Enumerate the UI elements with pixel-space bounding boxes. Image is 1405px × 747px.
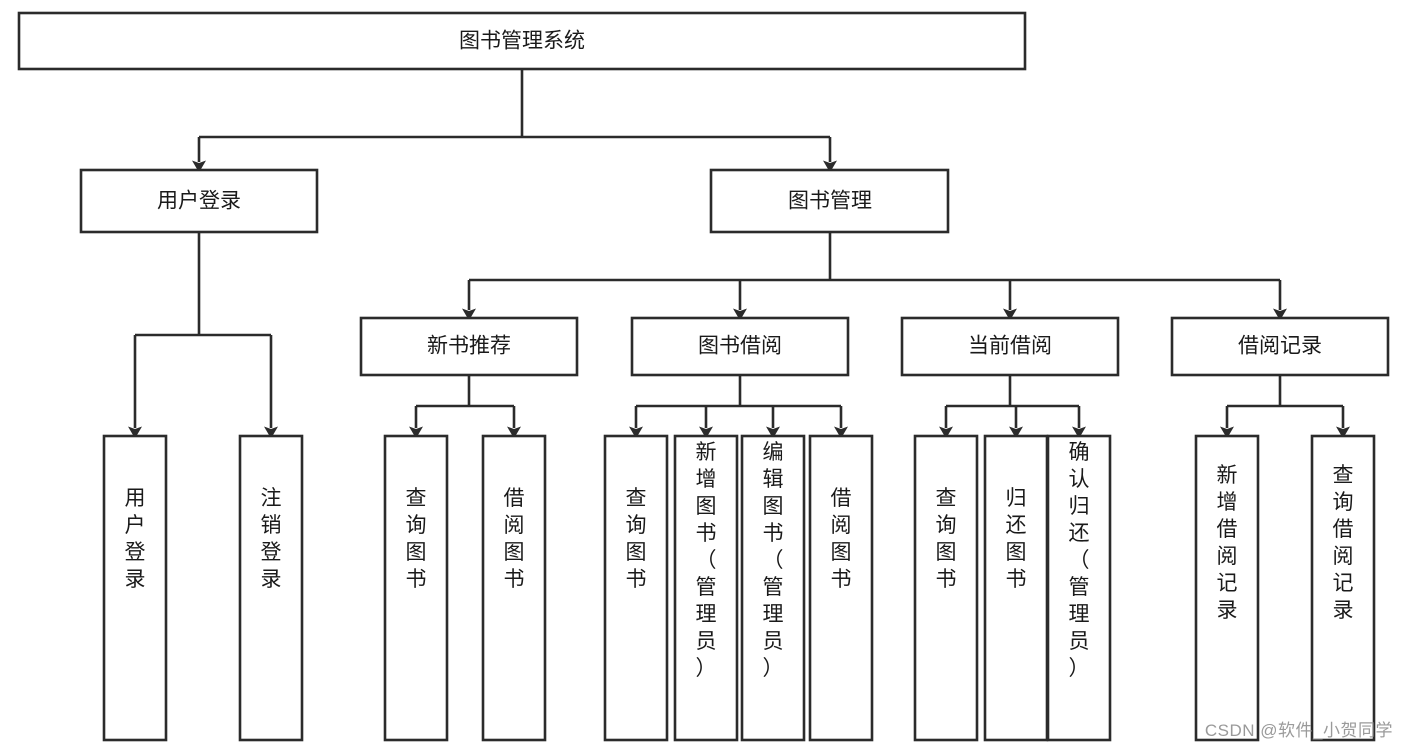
leaf-node[interactable]: 编辑图书（管理员）	[740, 434, 806, 742]
leaf-node[interactable]: 新增借阅记录	[1194, 434, 1260, 742]
node-user-login-label: 用户登录	[157, 190, 241, 213]
node-root-label: 图书管理系统	[459, 30, 585, 53]
leaf-node[interactable]: 查询借阅记录	[1310, 434, 1376, 742]
leaf-label: 用户登录	[125, 487, 146, 591]
node-book-borrow[interactable]: 图书借阅	[630, 316, 850, 377]
leaf-node[interactable]: 借阅图书	[808, 434, 874, 742]
leaf-box	[102, 434, 168, 742]
node-borrow-record[interactable]: 借阅记录	[1170, 316, 1390, 377]
leaf-label: 借阅图书	[504, 487, 525, 591]
connector-group-new-book-recommend	[409, 375, 521, 439]
connector-group-book-manage	[462, 232, 1287, 321]
node-book-borrow-box	[630, 316, 850, 377]
connector-group-user-login	[128, 232, 278, 439]
leaf-box	[808, 434, 874, 742]
node-user-login[interactable]: 用户登录	[79, 168, 319, 234]
leaf-label: 查询图书	[406, 487, 427, 591]
node-current-borrow[interactable]: 当前借阅	[900, 316, 1120, 377]
node-current-borrow-label: 当前借阅	[968, 335, 1052, 358]
leaf-box	[238, 434, 304, 742]
leaf-box	[1194, 434, 1260, 742]
leaf-label: 查询图书	[626, 487, 647, 591]
leaf-node[interactable]: 用户登录	[102, 434, 168, 742]
leaf-node[interactable]: 确认归还（管理员）	[1046, 434, 1112, 742]
node-new-book-recommend-box	[359, 316, 579, 377]
leaf-box	[913, 434, 979, 742]
leaf-node[interactable]: 查询图书	[913, 434, 979, 742]
leaf-node[interactable]: 借阅图书	[481, 434, 547, 742]
node-book-management-box	[709, 168, 950, 234]
node-new-book-recommend[interactable]: 新书推荐	[359, 316, 579, 377]
leaf-box	[1046, 434, 1112, 742]
leaf-box	[740, 434, 806, 742]
leaf-node[interactable]: 新增图书（管理员）	[673, 434, 739, 742]
node-book-management-label: 图书管理	[788, 190, 872, 213]
leaf-box	[481, 434, 547, 742]
leaf-node[interactable]: 查询图书	[383, 434, 449, 742]
leaf-label: 归还图书	[1006, 487, 1027, 591]
leaf-label: 新增图书（管理员）	[696, 441, 717, 680]
leaf-box	[383, 434, 449, 742]
node-new-book-recommend-label: 新书推荐	[427, 335, 511, 358]
node-borrow-record-box	[1170, 316, 1390, 377]
leaf-label: 新增借阅记录	[1217, 464, 1238, 622]
node-book-borrow-label: 图书借阅	[698, 335, 782, 358]
leaf-label: 编辑图书（管理员）	[763, 441, 784, 680]
leaf-label: 借阅图书	[831, 487, 852, 591]
leaf-box	[1310, 434, 1376, 742]
connector-group-current-borrow	[939, 375, 1086, 439]
leaf-label: 查询图书	[936, 487, 957, 591]
connector-group-root	[192, 69, 837, 173]
node-user-login-box	[79, 168, 319, 234]
leaf-label: 确认归还（管理员）	[1069, 441, 1090, 680]
connector-group-borrow-record	[1220, 375, 1350, 439]
connector-group-book-borrow	[629, 375, 848, 439]
leaf-node[interactable]: 归还图书	[983, 434, 1049, 742]
node-root-box	[17, 11, 1027, 71]
node-borrow-record-label: 借阅记录	[1238, 335, 1322, 358]
leaf-node[interactable]: 注销登录	[238, 434, 304, 742]
leaf-box	[603, 434, 669, 742]
leaf-label: 注销登录	[261, 487, 282, 591]
node-current-borrow-box	[900, 316, 1120, 377]
leaf-box	[673, 434, 739, 742]
leaf-node[interactable]: 查询图书	[603, 434, 669, 742]
node-root-book-management-system[interactable]: 图书管理系统	[17, 11, 1027, 71]
node-book-management[interactable]: 图书管理	[709, 168, 950, 234]
leaf-label: 查询借阅记录	[1333, 464, 1354, 622]
